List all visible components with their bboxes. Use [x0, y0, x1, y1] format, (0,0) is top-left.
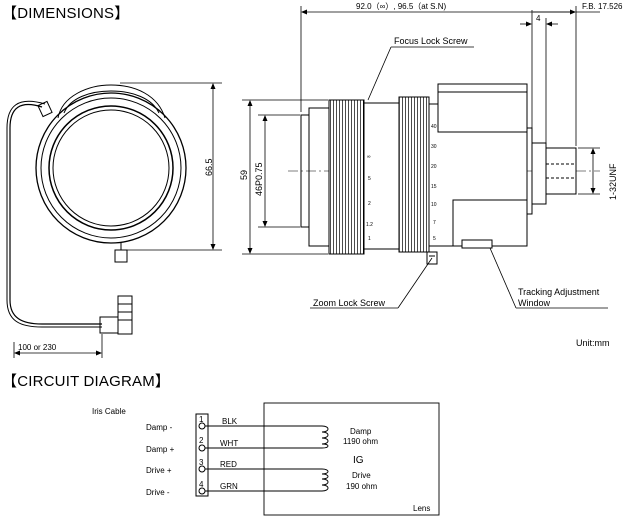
zoom-scale-label: 20	[431, 164, 437, 170]
front-view-dimensions	[13, 82, 222, 358]
focus-scale: ∞ 5 2 1.2 1	[366, 154, 373, 242]
zoom-scale: 40 30 20 15 10 7 5	[431, 124, 437, 242]
dim-46-label: 46P0.75	[254, 162, 264, 196]
focus-scale-label: 2	[368, 201, 371, 207]
circuit-diagram: Iris Cable Damp - Damp + Drive + Drive -…	[92, 402, 440, 516]
focus-scale-label: ∞	[367, 154, 371, 160]
side-view-dimensions	[242, 6, 608, 309]
pin-number: 2	[199, 436, 204, 445]
zoom-scale-label: 30	[431, 144, 437, 150]
zoom-scale-label: 10	[431, 202, 437, 208]
wire-color-label: BLK	[222, 417, 238, 426]
focus-scale-label: 1.2	[366, 222, 373, 228]
zoom-lock-screw-label: Zoom Lock Screw	[313, 298, 386, 308]
pin-signal-label: Damp +	[146, 445, 175, 454]
iris-cable-label: Iris Cable	[92, 407, 126, 416]
focus-lock-screw-label: Focus Lock Screw	[394, 36, 468, 46]
zoom-scale-label: 15	[431, 184, 437, 190]
pin-number: 3	[199, 458, 204, 467]
circuit-diagram-heading: 【CIRCUIT DIAGRAM】	[2, 373, 171, 390]
drive-coil-name: Drive	[352, 471, 371, 480]
zoom-scale-label: 5	[433, 236, 436, 242]
pin-signal-label: Drive +	[146, 466, 172, 475]
ig-label: IG	[353, 455, 364, 466]
wire-color-label: GRN	[220, 482, 238, 491]
pin-signal-label: Drive -	[146, 488, 170, 497]
pin-number: 4	[199, 480, 204, 489]
lens-label: Lens	[413, 504, 430, 513]
wire-color-label: RED	[220, 460, 237, 469]
tracking-window-label-2: Window	[518, 298, 551, 308]
dim-4-label: 4	[536, 14, 541, 23]
wire-color-label: WHT	[220, 439, 238, 448]
focus-scale-label: 1	[368, 236, 371, 242]
lens-side-view	[288, 83, 600, 265]
cable-length-label: 100 or 230	[18, 343, 57, 352]
dimensions-heading: 【DIMENSIONS】	[2, 5, 130, 22]
flange-back-label: F.B. 17.526	[582, 2, 623, 11]
pin-signal-label: Damp -	[146, 423, 173, 432]
dim-66-5-label: 66.5	[204, 158, 214, 176]
tracking-window-label-1: Tracking Adjustment	[518, 287, 600, 297]
thread-label: 1-32UNF	[608, 163, 618, 200]
pin-number: 1	[199, 415, 204, 424]
zoom-scale-label: 7	[433, 220, 436, 226]
focus-scale-label: 5	[368, 176, 371, 182]
dim-59-label: 59	[239, 170, 249, 180]
damp-coil-value: 1190 ohm	[343, 437, 378, 446]
lens-front-view	[6, 84, 187, 335]
zoom-scale-label: 40	[431, 124, 437, 130]
unit-label: Unit:mm	[576, 338, 610, 348]
damp-coil-name: Damp	[350, 427, 372, 436]
drive-coil-value: 190 ohm	[346, 482, 377, 491]
overall-length-label: 92.0（∞）, 96.5（at S.N)	[356, 2, 447, 11]
